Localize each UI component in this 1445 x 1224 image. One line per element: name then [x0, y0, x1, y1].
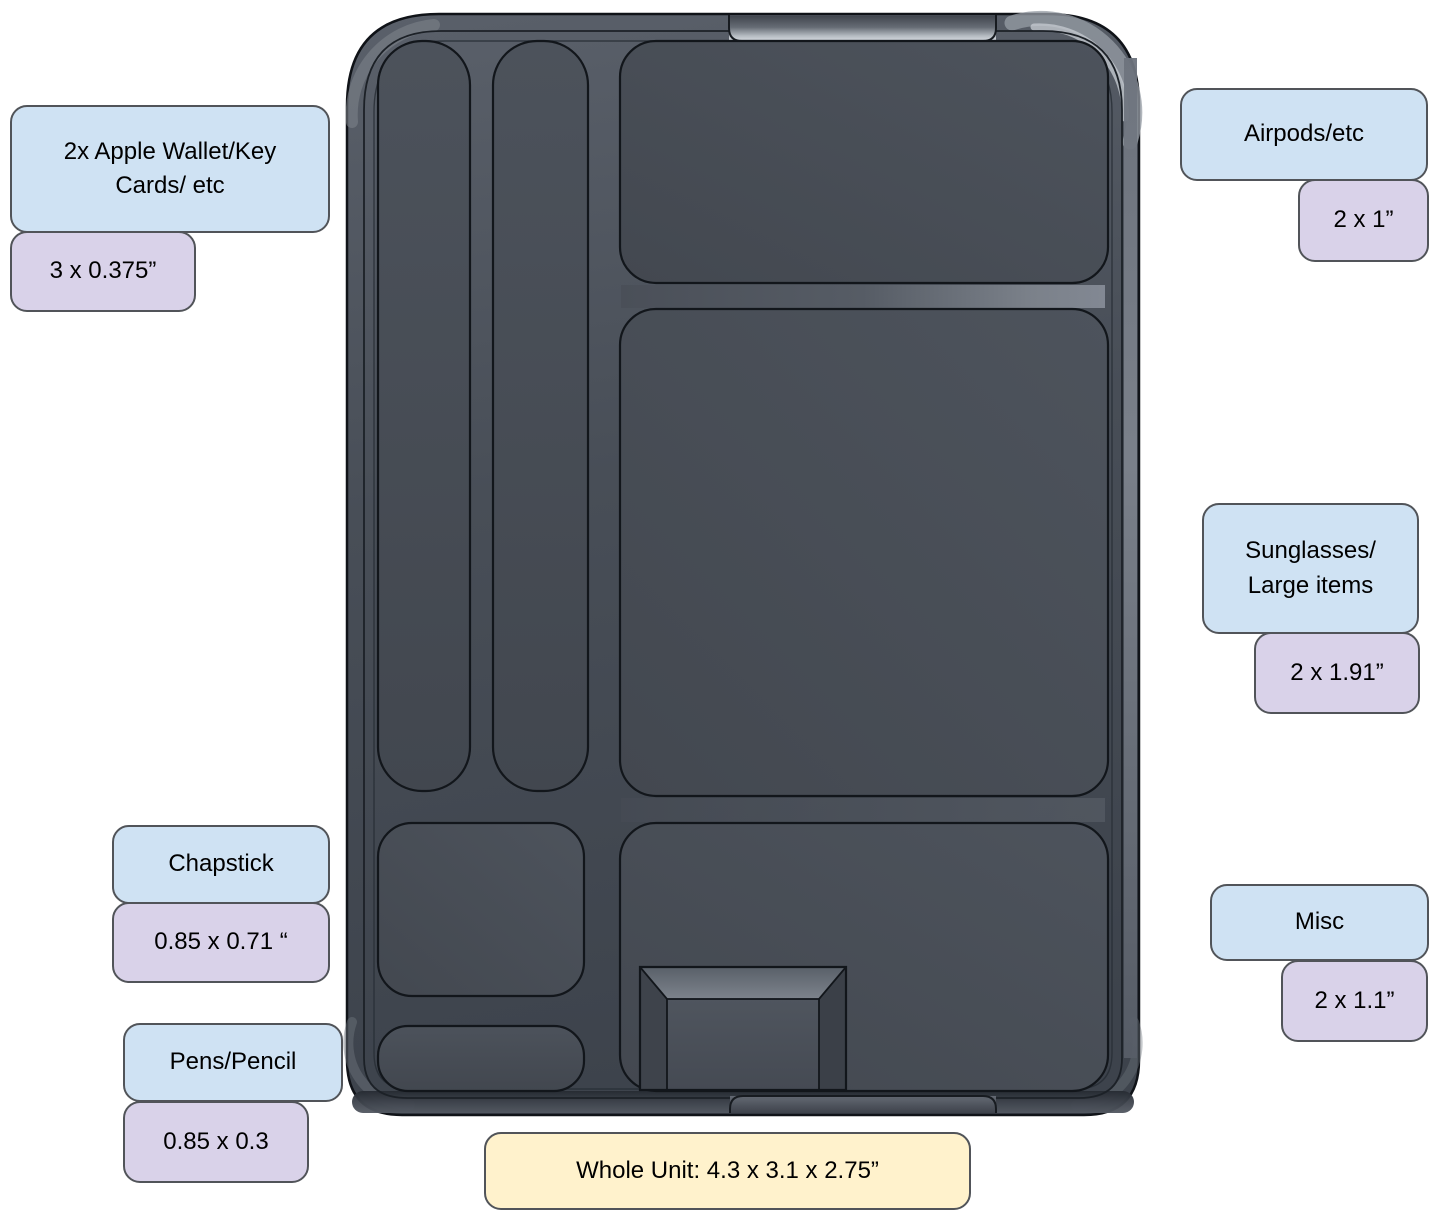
sunglasses-label: Sunglasses/ Large items: [1202, 503, 1419, 634]
right-wall-highlight: [1124, 58, 1137, 1058]
corner-highlight-top-left: [345, 19, 440, 128]
compartment-airpods: [618, 39, 1110, 285]
misc-label: Misc: [1210, 884, 1429, 961]
pedestal-left-face: [640, 967, 667, 1090]
bottom-notch-outline: [729, 1095, 997, 1113]
whole-unit-label: Whole Unit: 4.3 x 3.1 x 2.75”: [484, 1132, 971, 1210]
compartment-card-slot-2: [491, 39, 590, 793]
compartment-pens: [376, 1024, 586, 1093]
pedestal-outline: [638, 965, 848, 1092]
wallet-label: 2x Apple Wallet/Key Cards/ etc: [10, 105, 330, 233]
chapstick-dimensions: 0.85 x 0.71 “: [112, 902, 330, 983]
compartment-sunglasses: [618, 307, 1110, 798]
wallet-dimensions: 3 x 0.375”: [10, 231, 196, 312]
bottom-notch-highlight: [730, 1096, 996, 1113]
airpods-label: Airpods/etc: [1180, 88, 1428, 181]
airpods-dimensions: 2 x 1”: [1298, 179, 1429, 262]
top-notch-highlight: [729, 16, 996, 41]
sunglasses-dimensions: 2 x 1.91”: [1254, 632, 1420, 714]
pedestal-bevel-edges: [639, 966, 847, 1000]
compartment-chapstick: [376, 821, 586, 998]
divider-highlight-upper: [621, 285, 1105, 308]
pedestal-block: [638, 965, 848, 1092]
compartment-card-slot-1: [376, 39, 472, 793]
corner-highlight-top-right-core: [1030, 23, 1129, 122]
pedestal-top-bevel: [640, 967, 846, 999]
pens-dimensions: 0.85 x 0.3: [123, 1101, 309, 1183]
pedestal-front-face: [666, 998, 820, 1091]
rim-line-outer: [363, 30, 1123, 1099]
divider-highlight-lower: [621, 798, 1105, 822]
chapstick-label: Chapstick: [112, 825, 330, 904]
pedestal-right-face: [819, 967, 846, 1090]
pens-label: Pens/Pencil: [123, 1023, 343, 1102]
misc-dimensions: 2 x 1.1”: [1281, 960, 1428, 1042]
